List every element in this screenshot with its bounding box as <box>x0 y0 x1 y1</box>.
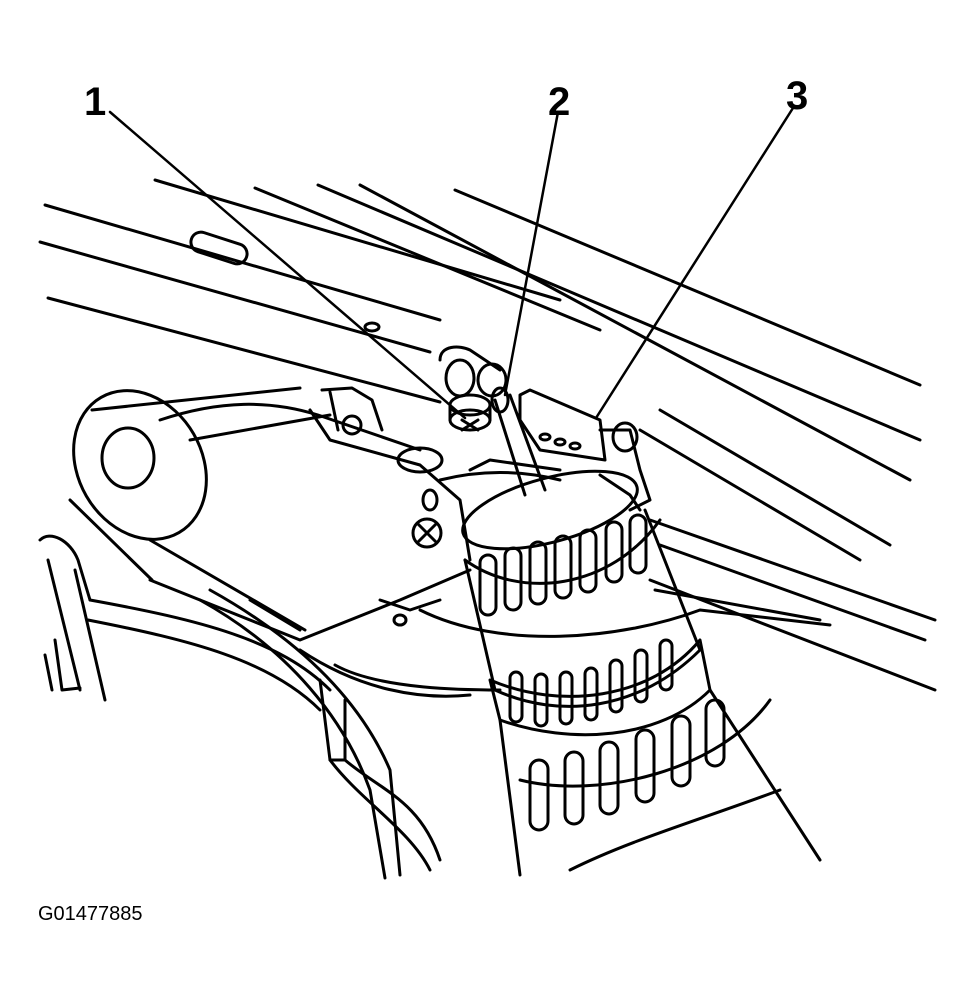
drill-clutch-ring <box>488 638 712 737</box>
power-drill-body <box>498 688 822 877</box>
wiring-harness <box>38 534 442 880</box>
leader-lines <box>108 106 795 420</box>
callout-1: 1 <box>84 80 107 124</box>
leader-line-1 <box>108 110 467 420</box>
sunroof-motor <box>68 386 472 642</box>
drive-cable-housing <box>298 446 832 698</box>
leader-line-3 <box>594 106 795 420</box>
roof-panel-lines <box>38 178 937 692</box>
callout-3: 3 <box>786 74 809 118</box>
roof-slot <box>189 230 381 333</box>
electrical-connector <box>518 388 652 512</box>
callout-2: 2 <box>548 80 571 124</box>
leader-line-2 <box>503 110 560 397</box>
figure-id: G01477885 <box>38 903 143 925</box>
drive-bit <box>490 386 547 497</box>
drill-chuck <box>461 469 702 708</box>
